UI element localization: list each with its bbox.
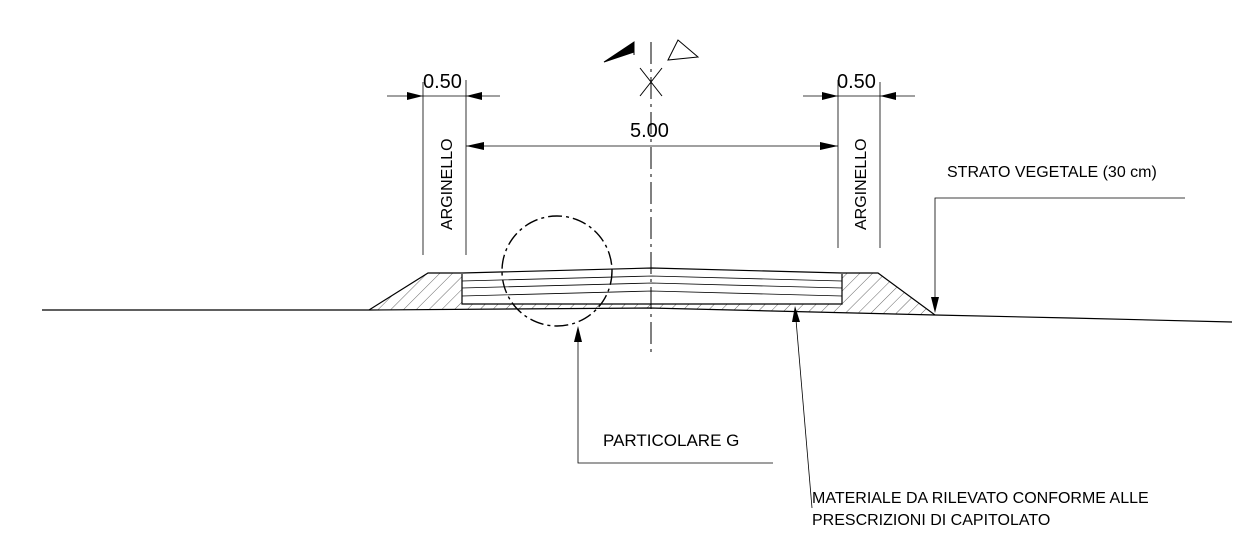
dimension-road-width: 5.00 — [466, 120, 838, 150]
ground-line — [42, 307, 1233, 323]
arginello-right-label: ARGINELLO — [853, 138, 870, 230]
road-width-label: 5.00 — [630, 120, 669, 142]
pavement-layers — [461, 267, 843, 305]
leader-particolare-g: PARTICOLARE G — [574, 326, 773, 464]
detail-circle-g — [501, 215, 613, 327]
survey-flags-icon — [603, 39, 700, 97]
strato-vegetale-label: STRATO VEGETALE (30 cm) — [947, 164, 1157, 181]
materiale-label-line2: PRESCRIZIONI DI CAPITOLATO — [812, 512, 1050, 529]
reference-lines — [422, 80, 881, 255]
particolare-label: PARTICOLARE G — [603, 431, 739, 450]
berm-right-width-label: 0.50 — [837, 71, 876, 93]
leader-materiale: MATERIALE DA RILEVATO CONFORME ALLE PRES… — [792, 306, 1149, 529]
materiale-label-line1: MATERIALE DA RILEVATO CONFORME ALLE — [812, 490, 1149, 507]
embankment-outline — [368, 272, 936, 316]
dimension-right-berm: 0.50 — [803, 71, 915, 100]
leader-strato-vegetale: STRATO VEGETALE (30 cm) — [931, 164, 1185, 313]
arginello-left-label: ARGINELLO — [439, 138, 456, 230]
berm-left-width-label: 0.50 — [423, 71, 462, 93]
dimension-left-berm: 0.50 — [387, 71, 500, 100]
